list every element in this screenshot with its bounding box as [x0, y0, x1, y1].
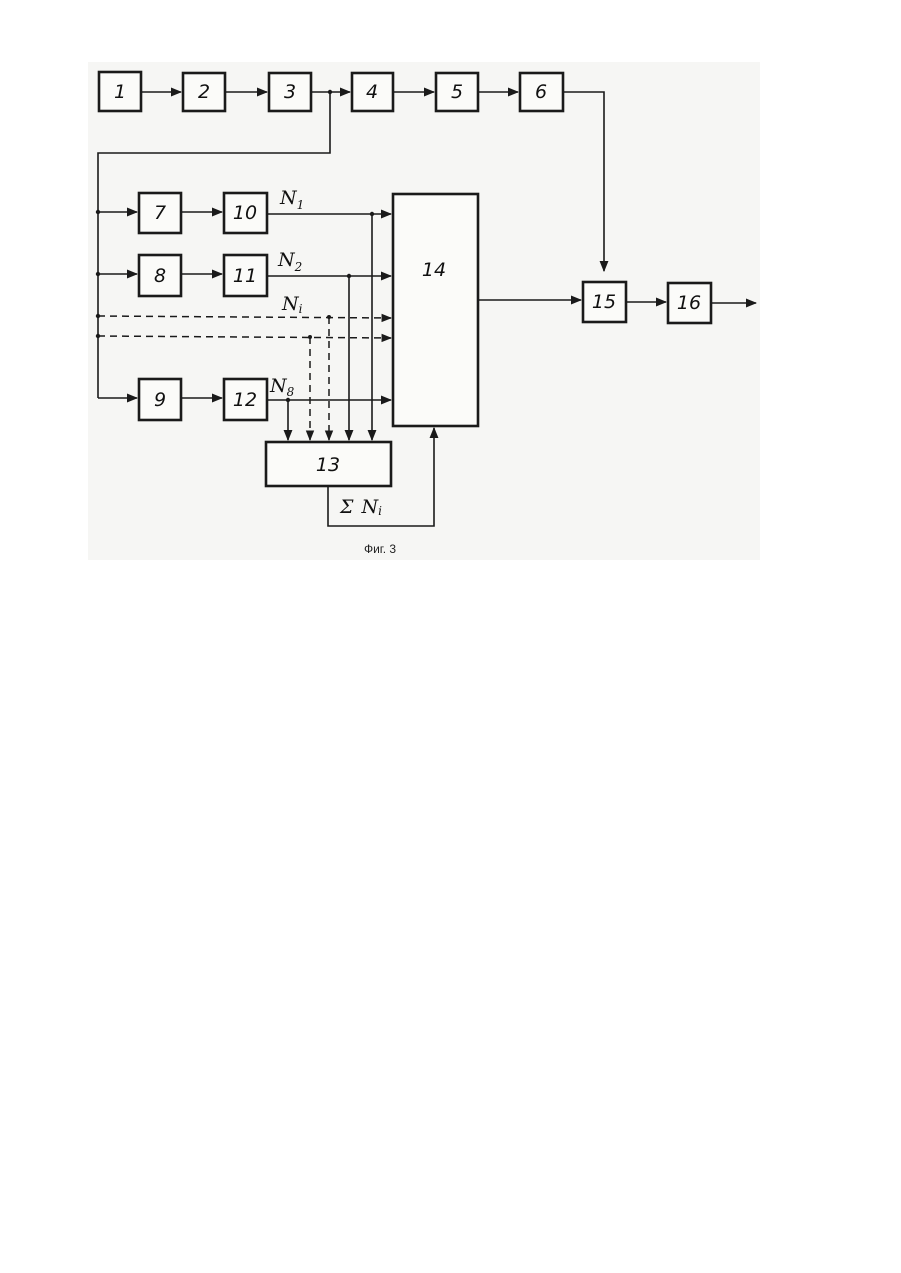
- wire-6-15: [563, 92, 604, 271]
- block-12: 12: [224, 379, 267, 420]
- wire-ni-lower-to-14: [98, 336, 391, 338]
- block-14: 14: [393, 194, 478, 426]
- signal-n8-label: N8: [269, 375, 295, 399]
- block-4: 4: [352, 73, 393, 111]
- block-4-label: 4: [366, 81, 378, 103]
- block-2-label: 2: [198, 81, 210, 103]
- junction-dot: [347, 274, 351, 278]
- junction-dot: [328, 90, 332, 94]
- block-2: 2: [183, 73, 225, 111]
- left-bus: [98, 92, 330, 398]
- block-16: 16: [668, 283, 711, 323]
- junction-dot: [327, 315, 331, 319]
- block-3-label: 3: [284, 81, 296, 103]
- block-13-label: 13: [316, 454, 340, 476]
- block-9-label: 9: [154, 389, 166, 411]
- bus-wires: [96, 90, 332, 398]
- wire-ni-upper-to-14: [98, 316, 391, 318]
- block-15: 15: [583, 282, 626, 322]
- block-12-label: 12: [233, 389, 257, 411]
- block-13: 13: [266, 442, 391, 486]
- block-8: 8: [139, 255, 181, 296]
- block-10-label: 10: [233, 202, 257, 224]
- signal-ni-label: Ni: [281, 293, 303, 316]
- signal-sum-label: ΣNi: [339, 496, 382, 518]
- block-8-label: 8: [154, 265, 166, 287]
- junction-dot: [370, 212, 374, 216]
- block-5: 5: [436, 73, 478, 111]
- block-9: 9: [139, 379, 181, 420]
- block-5-label: 5: [451, 81, 463, 103]
- block-11-label: 11: [233, 265, 257, 287]
- junction-dot: [308, 335, 312, 339]
- junction-dot: [96, 272, 100, 276]
- signal-n1-label: N1: [279, 187, 304, 212]
- figure-caption: Фиг. 3: [340, 542, 420, 556]
- block-14-label: 14: [422, 259, 446, 281]
- block-1-label: 1: [114, 81, 126, 103]
- block-3: 3: [269, 73, 311, 111]
- block-6-label: 6: [535, 81, 547, 103]
- block-15-label: 15: [592, 291, 616, 313]
- block-10: 10: [224, 193, 267, 233]
- blocks: 1 2 3 4 5 6 7: [99, 72, 711, 486]
- block-7-label: 7: [154, 202, 166, 224]
- signal-n2-label: N2: [277, 249, 302, 274]
- block-6: 6: [520, 73, 563, 111]
- junction-dot: [96, 210, 100, 214]
- block-16-label: 16: [677, 292, 701, 314]
- block-7: 7: [139, 193, 181, 233]
- block-11: 11: [224, 255, 267, 296]
- block-1: 1: [99, 72, 141, 111]
